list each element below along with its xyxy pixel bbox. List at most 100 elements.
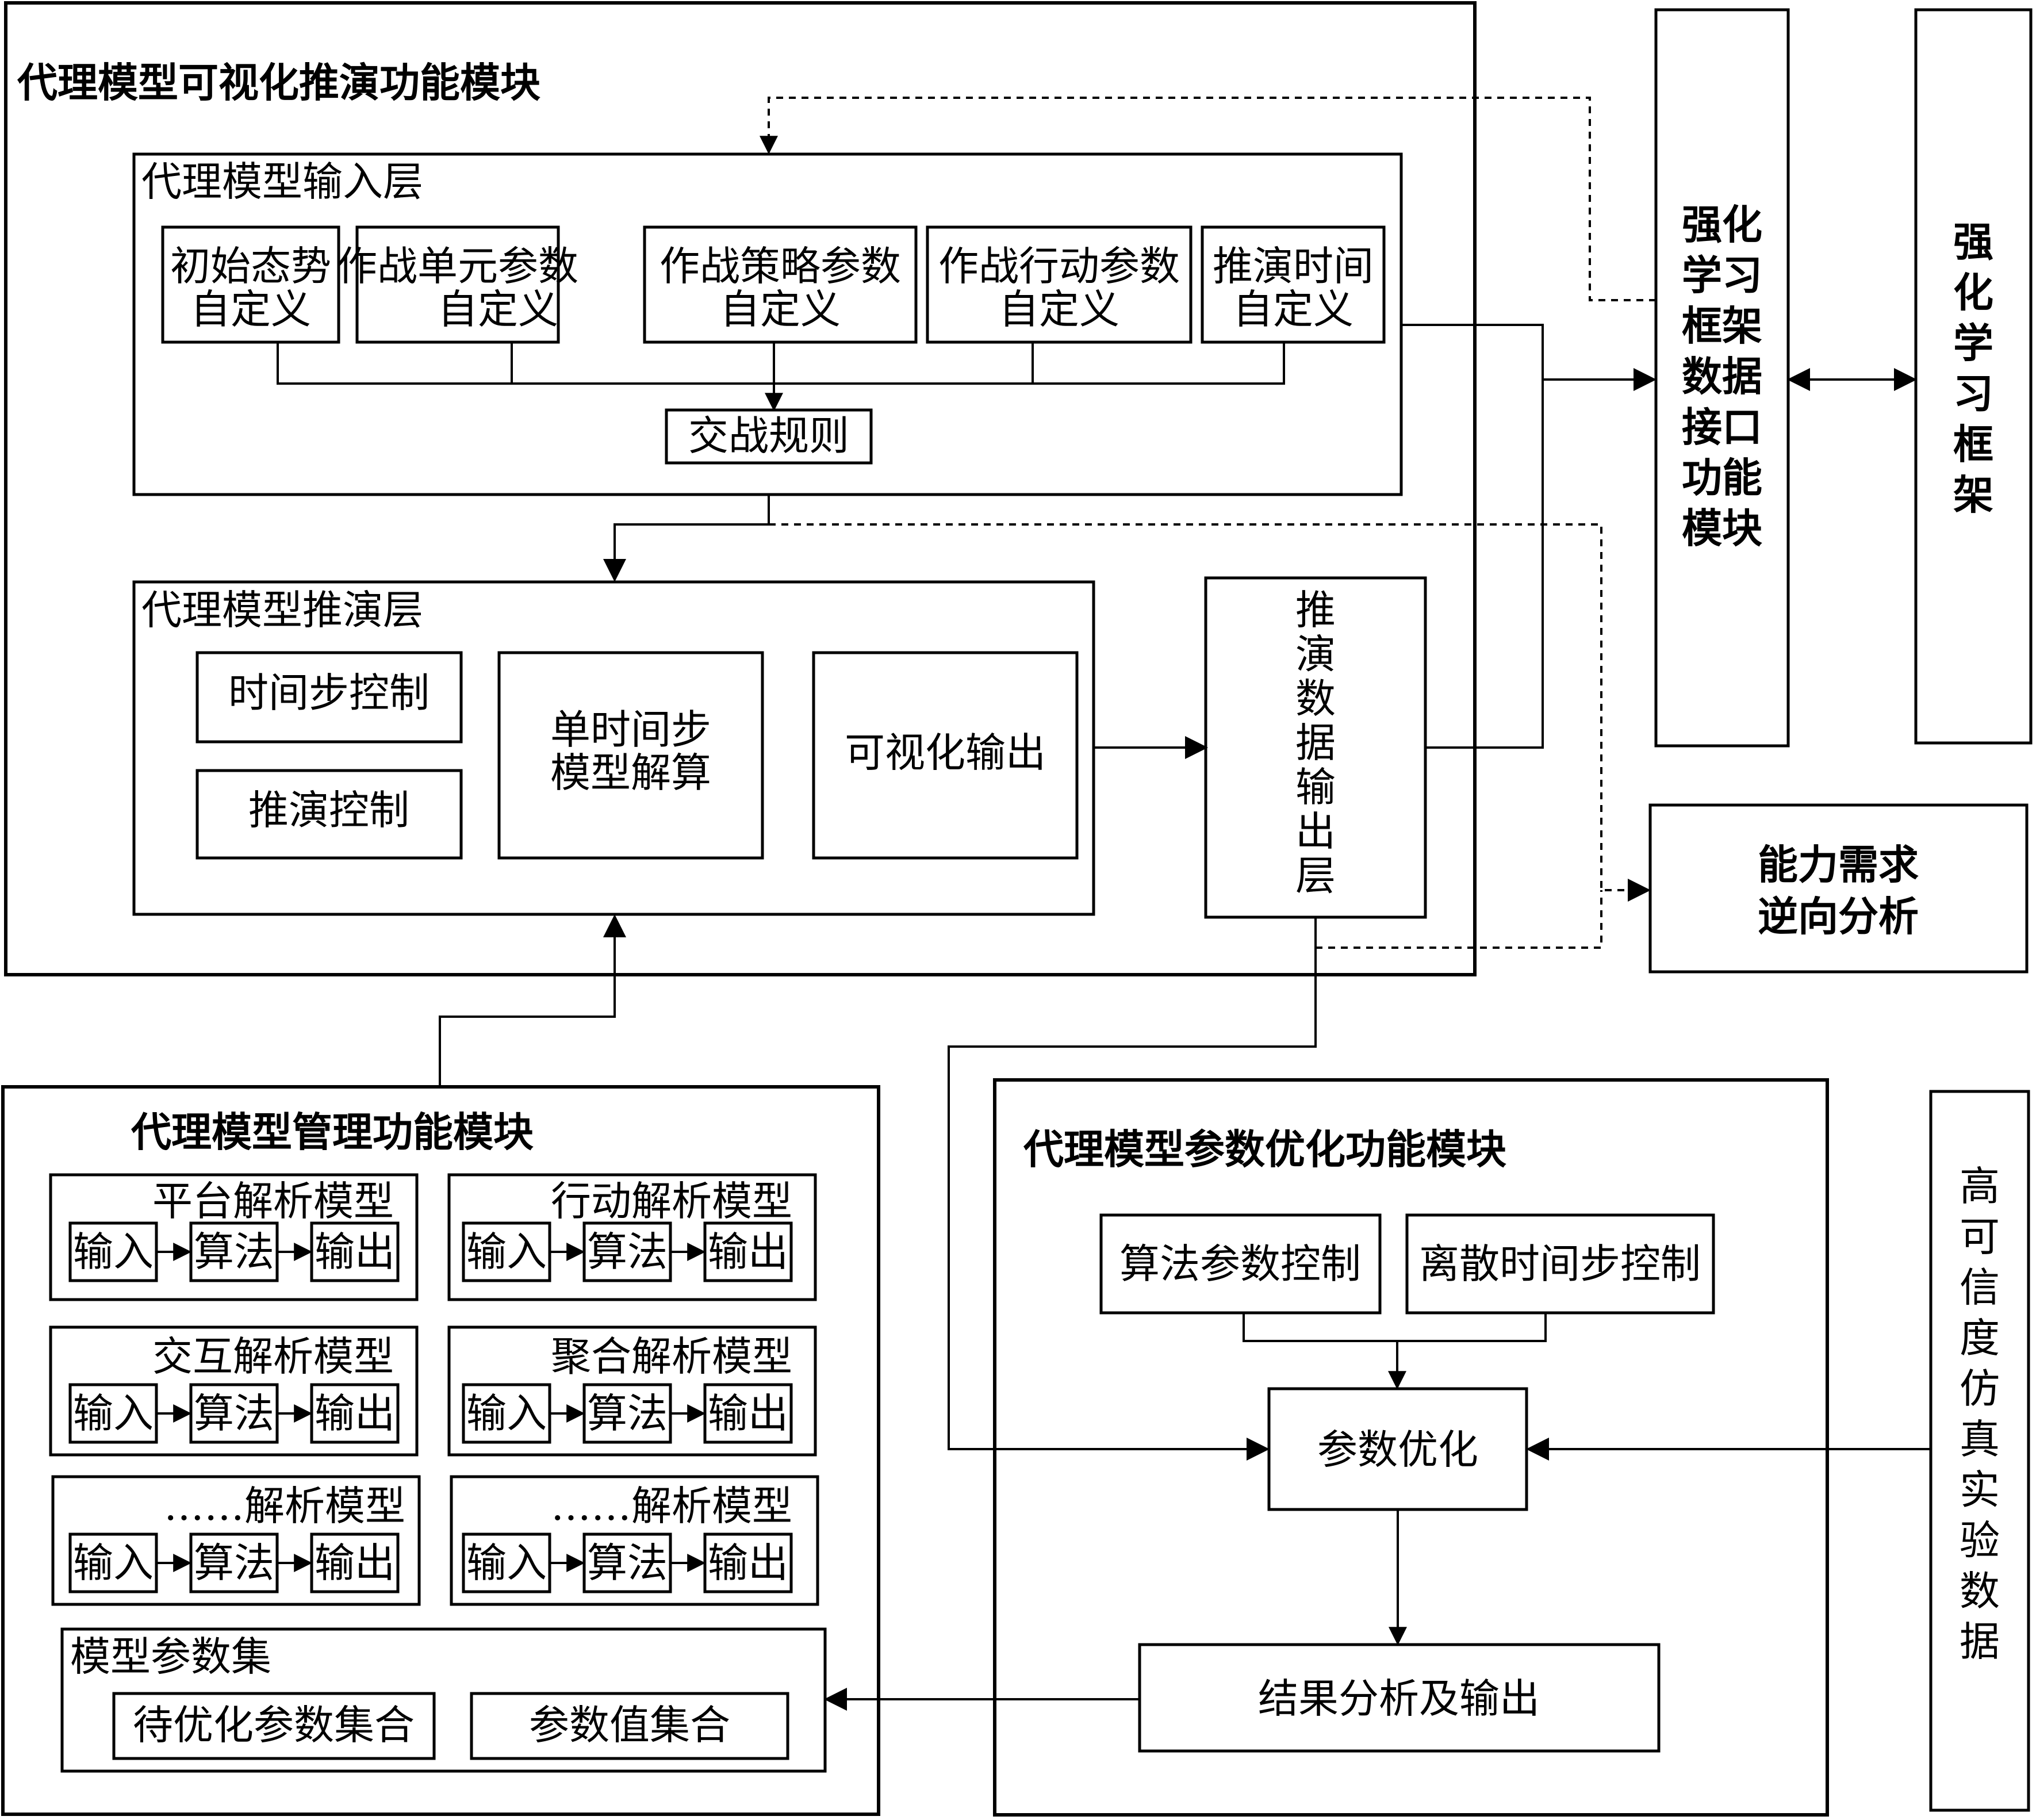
model-title: 聚合解析模型 (551, 1333, 792, 1380)
capability-frame (1648, 803, 2029, 974)
hifi-char: 度 (1960, 1315, 2000, 1362)
input-item-line2: 自定义 (1233, 286, 1354, 333)
interface-to-input-dashed-arrow (760, 97, 1656, 301)
single-step-solve-box (497, 651, 764, 860)
rules-label: 交战规则 (688, 412, 849, 459)
output-layer-char: 出 (1295, 808, 1336, 855)
hifi-char: 可 (1960, 1213, 2000, 1260)
rl-interface-line: 学习 (1682, 252, 1762, 299)
result-label: 结果分析及输出 (1258, 1675, 1540, 1722)
input-item-box (643, 225, 918, 344)
input-item-line1: 推演时间 (1213, 243, 1374, 290)
input-to-deduce-arrow (603, 495, 770, 582)
alg-param-label: 算法参数控制 (1119, 1240, 1361, 1288)
param-set-title: 模型参数集 (70, 1633, 271, 1680)
to-optimize-label: 待优化参数集合 (133, 1702, 415, 1749)
rl-interface-line: 功能 (1682, 454, 1762, 501)
model-title: 平台解析模型 (152, 1178, 394, 1225)
model-output-label: 输出 (708, 1228, 788, 1275)
model-output-box (703, 1221, 793, 1282)
input-layer-title: 代理模型输入层 (141, 158, 423, 205)
input-item-initial-situation: 初始态势 自定义 (161, 225, 340, 344)
rl-framework-char: 强 (1953, 219, 1993, 266)
model-title: ……解析模型 (164, 1482, 405, 1530)
deduce-layer: 代理模型推演层 时间步控制 推演控制 单时间步 模型解算 可视化输出 (132, 580, 1095, 916)
model-alg-label: 算法 (587, 1228, 668, 1275)
model-aggregation: 聚合解析模型 输入 算法 输出 (447, 1325, 817, 1457)
single-step-solve-line1: 单时间步 (550, 706, 711, 753)
rl-interface-line: 模块 (1682, 505, 1762, 552)
model-alg-label: 算法 (194, 1228, 274, 1275)
rules-box (665, 408, 873, 465)
input-item-line2: 自定义 (438, 286, 558, 333)
output-layer-char: 数 (1295, 675, 1336, 722)
capability-analysis: 能力需求 逆向分析 (1648, 803, 2029, 974)
input-item-line1: 作战行动参数 (938, 243, 1180, 290)
model-input-label: 输入 (73, 1228, 154, 1275)
output-layer: 推 演 数 据 输 出 层 (1204, 576, 1427, 919)
hifi-char: 据 (1960, 1618, 2000, 1665)
model-alg-label: 算法 (587, 1539, 668, 1587)
rl-interface-line: 数据 (1682, 353, 1762, 400)
time-step-label: 时间步控制 (228, 669, 430, 716)
hifi-char: 实 (1960, 1466, 2000, 1514)
hifi-char: 信 (1960, 1264, 2000, 1311)
input-item-deduce-time: 推演时间 自定义 (1201, 225, 1386, 344)
rl-interface-module: 强化 学习 框架 数据 接口 功能 模块 (1654, 8, 1790, 748)
input-to-interface-arrow (1401, 324, 1657, 391)
model-frame (49, 1325, 419, 1457)
input-item-unit-params: 作战单元参数 自定义 (337, 225, 578, 344)
input-item-box (1201, 225, 1386, 344)
visual-output-box (812, 651, 1079, 860)
hifi-frame (1929, 1090, 2030, 1812)
result-box (1138, 1643, 1661, 1753)
input-to-capability-dashed-arrow (769, 523, 1651, 902)
hifi-char: 高 (1960, 1163, 2000, 1210)
model-output-box (310, 1532, 400, 1593)
model-title: 行动解析模型 (551, 1178, 792, 1225)
model-input-label: 输入 (73, 1539, 154, 1587)
discrete-step-label: 离散时间步控制 (1419, 1240, 1701, 1288)
output-layer-char: 据 (1295, 719, 1336, 767)
model-input-label: 输入 (466, 1228, 547, 1275)
model-output-box (703, 1532, 793, 1593)
capability-line2: 逆向分析 (1758, 893, 1919, 940)
input-item-line1: 作战策略参数 (660, 243, 901, 290)
deduce-layer-title: 代理模型推演层 (141, 587, 423, 634)
model-frame (447, 1173, 817, 1301)
deduce-control-box (195, 769, 463, 860)
model-output-box (310, 1221, 400, 1282)
model-other-left: ……解析模型 输入 算法 输出 (51, 1475, 421, 1606)
input-item-box (926, 225, 1193, 344)
model-input-label: 输入 (466, 1390, 547, 1437)
model-frame (450, 1475, 819, 1606)
input-item-line2: 自定义 (720, 286, 841, 333)
model-interaction: 交互解析模型 输入 算法 输出 (49, 1325, 419, 1457)
model-frame (51, 1475, 421, 1606)
param-values-label: 参数值集合 (529, 1702, 730, 1749)
to-optimize-box (112, 1692, 436, 1760)
output-to-interface-line (1425, 380, 1544, 749)
visual-output-label: 可视化输出 (845, 729, 1046, 776)
model-output-box (703, 1383, 793, 1444)
hifi-char: 真 (1960, 1416, 2000, 1463)
hifi-data: 高 可 信 度 仿 真 实 验 数 据 (1929, 1090, 2030, 1812)
input-item-line2: 自定义 (999, 286, 1119, 333)
visual-module-title: 代理模型可视化推演功能模块 (17, 59, 540, 106)
rl-framework-char: 学 (1953, 320, 1993, 367)
model-title: 交互解析模型 (152, 1333, 394, 1380)
management-to-deduce-arrow (439, 914, 626, 1087)
input-item-box (355, 225, 560, 344)
discrete-step-box (1405, 1213, 1715, 1315)
output-layer-char: 输 (1295, 764, 1336, 811)
model-alg-label: 算法 (587, 1390, 668, 1437)
visual-module: 代理模型可视化推演功能模块 代理模型输入层 初始态势 自定义 作战单元参数 自定… (4, 1, 1477, 976)
visual-module-frame (4, 1, 1477, 976)
optimization-module: 代理模型参数优化功能模块 算法参数控制 离散时间步控制 参数优化 结果分析及输出 (993, 1078, 1829, 1817)
model-output-label: 输出 (708, 1390, 788, 1437)
rl-framework-char: 习 (1953, 370, 1993, 417)
param-optimize-label: 参数优化 (1317, 1426, 1478, 1473)
capability-line1: 能力需求 (1758, 841, 1919, 888)
model-action: 行动解析模型 输入 算法 输出 (447, 1173, 817, 1301)
rl-interface-line: 接口 (1682, 404, 1762, 451)
